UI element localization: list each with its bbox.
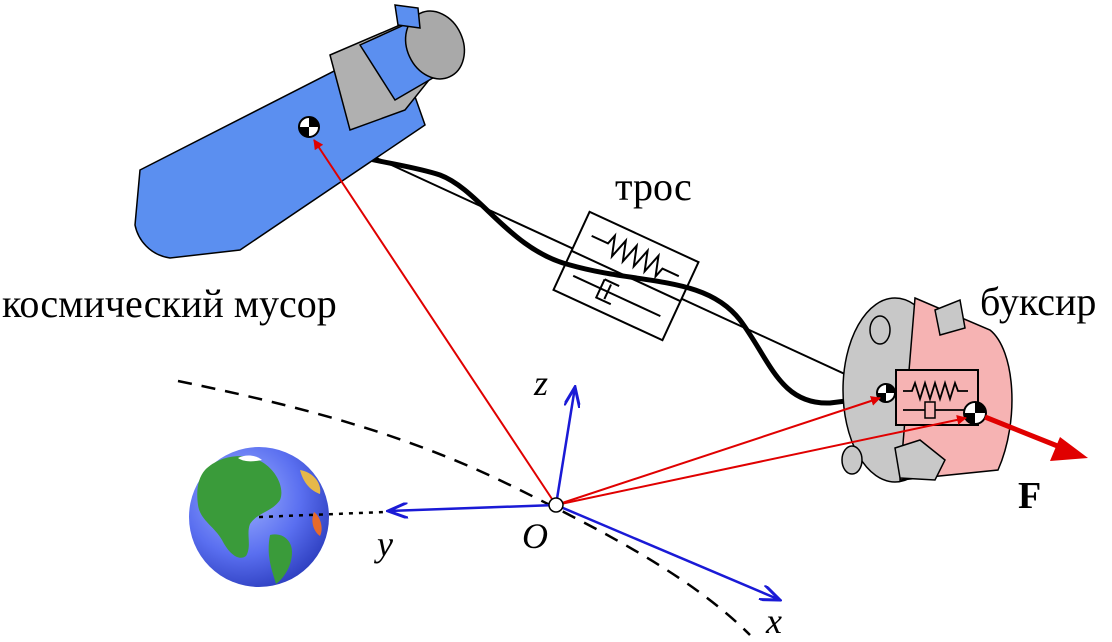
earth-direction-line bbox=[258, 510, 386, 519]
tug-attachment-point-tether bbox=[876, 383, 896, 403]
position-vector-debris bbox=[313, 139, 557, 506]
origin-point bbox=[548, 497, 564, 513]
tug-center-of-mass bbox=[963, 401, 987, 425]
axis-y-label: y bbox=[377, 524, 393, 564]
force-label: F bbox=[1018, 475, 1042, 517]
force-arrowhead bbox=[1050, 437, 1088, 461]
axis-z-label: z bbox=[534, 363, 549, 403]
debris-attachment-point bbox=[298, 116, 320, 138]
tether-label: трос bbox=[615, 164, 692, 209]
axis-x-arrow bbox=[555, 503, 780, 600]
origin-label: O bbox=[522, 516, 548, 556]
position-vector-tether-point bbox=[555, 396, 881, 506]
debris-label: космический мусор bbox=[2, 281, 337, 326]
axis-z-arrow bbox=[554, 387, 575, 506]
space-debris bbox=[134, 4, 466, 259]
tug-spacecraft bbox=[841, 296, 1013, 483]
axis-y-arrow bbox=[388, 505, 557, 511]
tether-cable bbox=[309, 128, 887, 406]
axis-x-label: x bbox=[766, 601, 782, 641]
tug-label: буксир bbox=[980, 279, 1097, 324]
position-vector-tug bbox=[555, 414, 967, 506]
force-arrow bbox=[984, 414, 1061, 450]
